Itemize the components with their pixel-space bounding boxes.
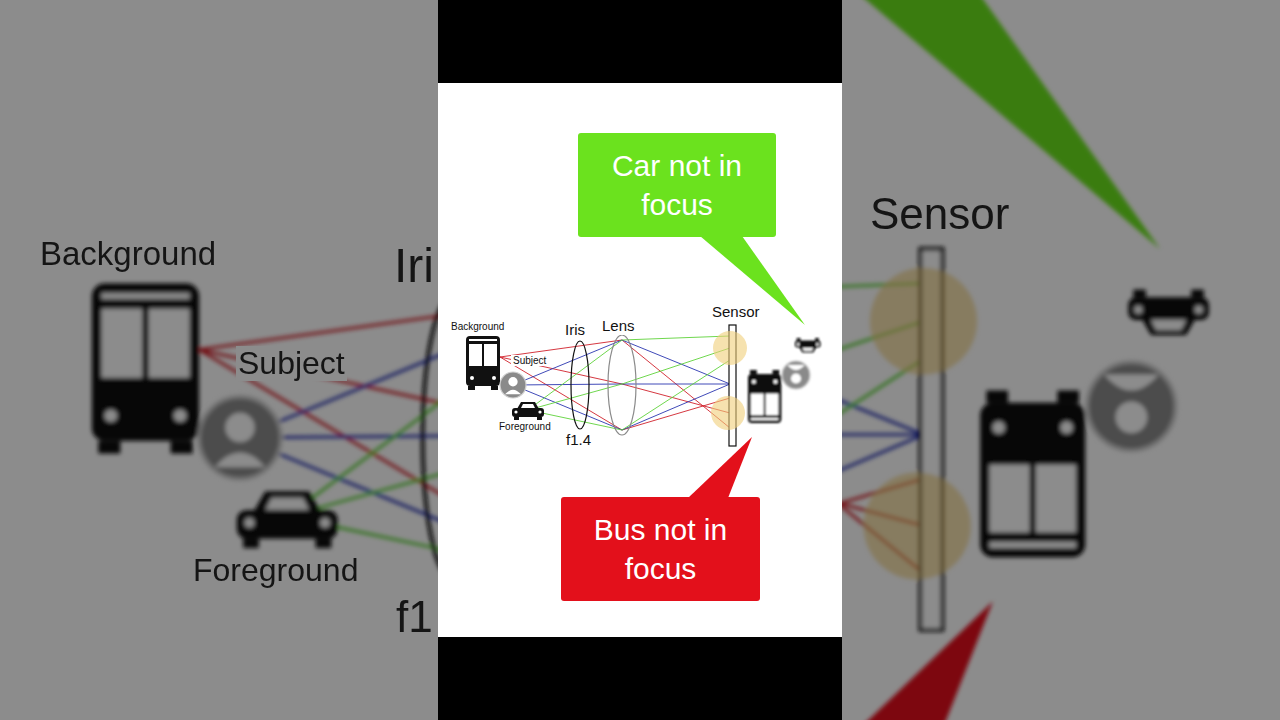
- person-disc: [782, 361, 810, 389]
- bus-window: [484, 344, 497, 366]
- blur-circle: [711, 396, 745, 430]
- bus-window: [469, 344, 482, 366]
- part-name: Background: [449, 321, 506, 332]
- part-name: Lens: [600, 318, 637, 335]
- part-name: Sensor: [868, 190, 1011, 238]
- bus-wheel: [750, 370, 757, 374]
- side-shade: [842, 0, 1280, 720]
- iris-outline: [571, 341, 589, 429]
- car-roof: [517, 402, 539, 409]
- car-wheel: [514, 417, 519, 420]
- light-ray: [622, 348, 730, 384]
- car-body: [512, 408, 544, 417]
- light-ray: [500, 357, 622, 430]
- bus-light: [470, 376, 474, 380]
- speech-callout: Bus not in focus: [561, 497, 760, 601]
- car-light: [538, 410, 541, 413]
- part-name: Subject: [236, 346, 347, 381]
- person-disc: [500, 372, 526, 398]
- speech-callout: Car not in focus: [578, 133, 776, 237]
- person-icon: [782, 361, 810, 389]
- person-body: [787, 365, 804, 370]
- scene: [466, 236, 821, 498]
- bus-window: [751, 394, 764, 416]
- part-name: Sensor: [710, 304, 762, 321]
- bus-wheel: [773, 370, 780, 374]
- sensor-image: [748, 338, 821, 423]
- car-wheel: [537, 417, 542, 420]
- car-wheel: [797, 338, 801, 340]
- bus-wheel: [468, 386, 475, 390]
- light-rays: [500, 336, 730, 430]
- side-ground: [842, 0, 1280, 720]
- aperture-value: f1: [394, 593, 435, 641]
- side-ground: [0, 0, 438, 720]
- bus-light: [492, 376, 496, 380]
- part-name: Subject: [511, 355, 548, 366]
- aperture-value: f1.4: [564, 432, 593, 449]
- part-name: Background: [38, 236, 218, 272]
- car-window: [802, 348, 813, 351]
- car-wheel: [815, 338, 819, 340]
- bus-wheel: [491, 386, 498, 390]
- bus-light: [752, 380, 756, 384]
- car-window: [521, 404, 535, 408]
- side-shade: [0, 0, 438, 720]
- car-light: [797, 343, 800, 346]
- bus-light: [773, 380, 777, 384]
- callout-text: Car not in focus: [592, 146, 762, 224]
- light-ray: [622, 384, 730, 385]
- blurred-side: [0, 0, 438, 720]
- person-icon: [500, 372, 526, 398]
- car-light: [816, 343, 819, 346]
- car-roof: [799, 347, 817, 353]
- light-ray: [622, 336, 730, 340]
- callout-tail: [688, 437, 752, 498]
- person-head: [508, 377, 517, 386]
- bus-icon: [748, 370, 781, 423]
- car-icon: [795, 338, 821, 352]
- bus-window: [766, 394, 779, 416]
- letterbox-bar: [438, 637, 842, 720]
- part-name: Foreground: [191, 553, 360, 588]
- person-body: [505, 390, 521, 395]
- blur-circle: [713, 331, 747, 365]
- callout-text: Bus not in focus: [575, 510, 746, 588]
- bus-sign: [751, 418, 778, 420]
- car-icon: [512, 402, 544, 420]
- car-body: [795, 340, 821, 347]
- callout-tail: [700, 236, 805, 325]
- person-head: [791, 373, 801, 383]
- part-name: Iris: [563, 322, 587, 339]
- bus-body: [748, 374, 781, 423]
- part-name: Foreground: [497, 421, 553, 432]
- bus-icon: [466, 336, 500, 390]
- bus-body: [466, 336, 500, 386]
- bus-sign: [469, 339, 497, 341]
- blurred-side: [842, 0, 1280, 720]
- car-light: [514, 410, 517, 413]
- center-panel: [438, 83, 842, 637]
- lens-outline: [608, 335, 636, 435]
- letterbox-bar: [438, 0, 842, 83]
- panel-ground: [438, 83, 842, 637]
- part-name: Iri: [392, 240, 436, 293]
- light-ray: [513, 384, 622, 385]
